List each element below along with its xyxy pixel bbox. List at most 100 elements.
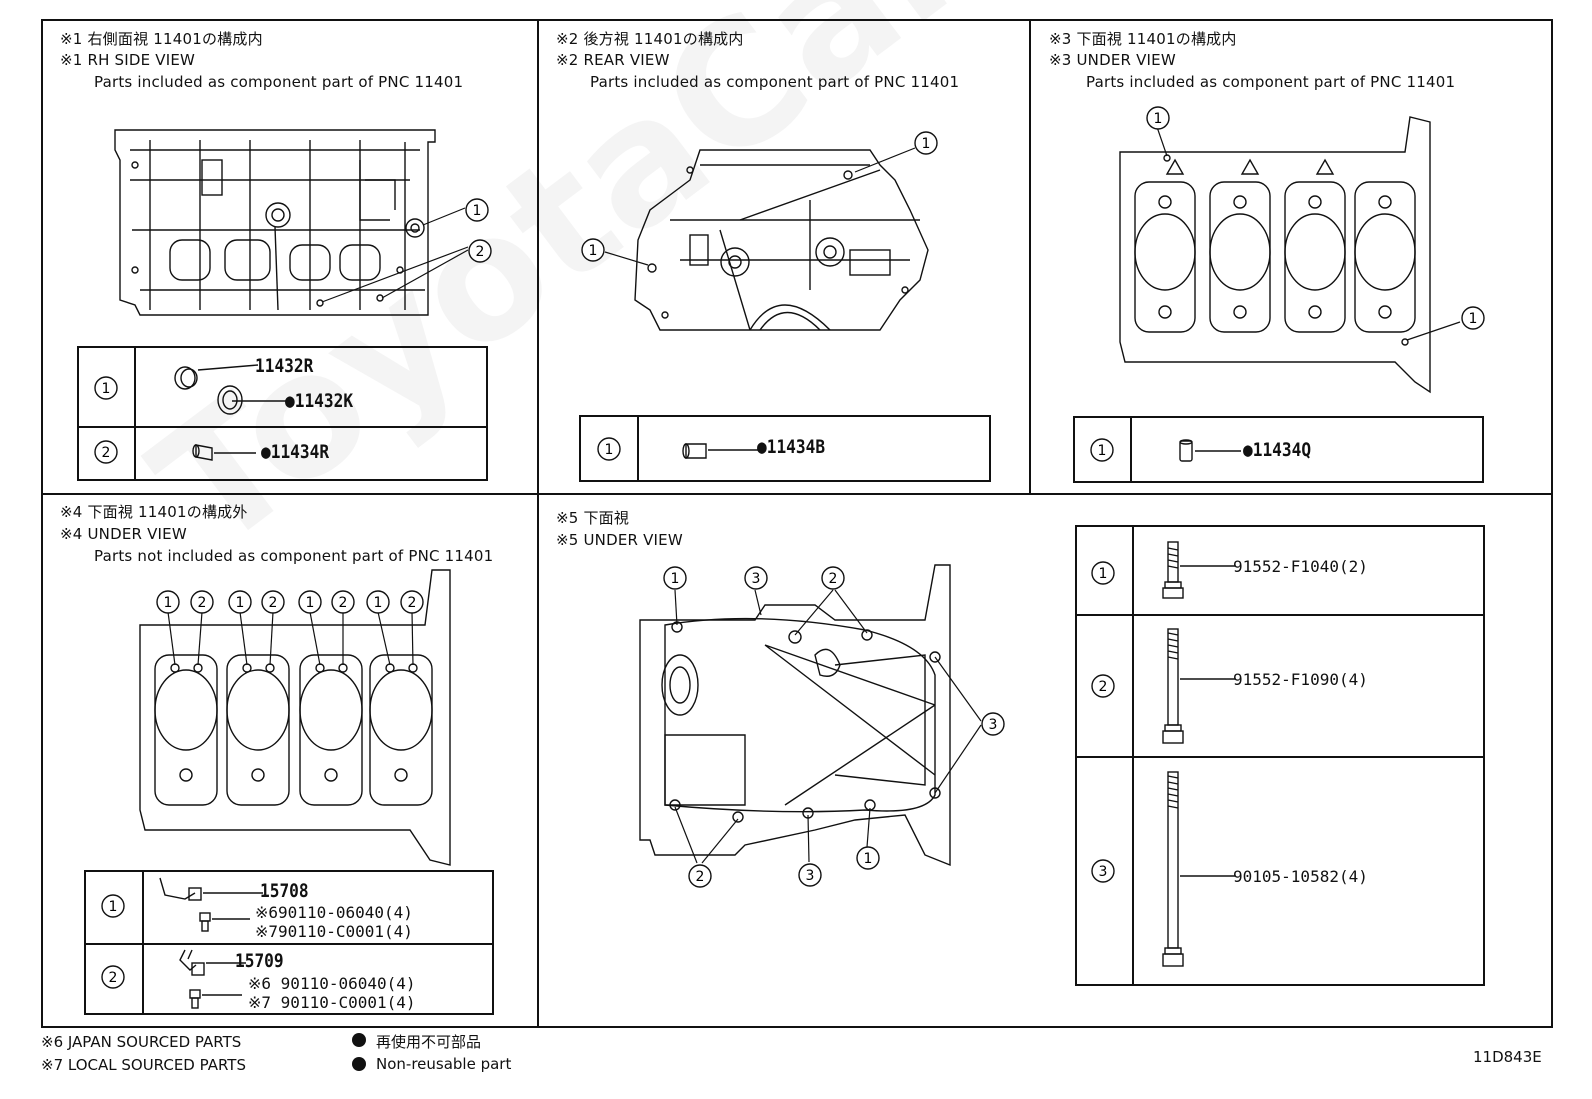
svg-text:1: 1 — [1098, 443, 1107, 459]
row-label-2: 2 — [1091, 674, 1115, 698]
svg-text:1: 1 — [306, 595, 315, 611]
callout-2: 2 — [688, 864, 712, 888]
svg-text:2: 2 — [829, 571, 838, 587]
callout-1: 1 — [1461, 306, 1485, 330]
svg-text:3: 3 — [989, 717, 998, 733]
part-number: 15709 — [235, 950, 284, 972]
parts-table-under — [1073, 416, 1484, 483]
footnote-local-sourced: ※7 LOCAL SOURCED PARTS — [41, 1056, 246, 1074]
part-number: 91552-F1090(4) — [1233, 670, 1368, 689]
divider — [1029, 19, 1031, 495]
part-number: ※6 90110-06040(4) — [248, 974, 416, 993]
callout-1: 1 — [298, 590, 322, 614]
row-label-1: 1 — [1091, 561, 1115, 585]
svg-text:1: 1 — [1099, 566, 1108, 582]
parts-table-bolts — [1075, 525, 1485, 986]
svg-text:2: 2 — [198, 595, 207, 611]
bolt-icon — [1162, 771, 1235, 967]
row-label-1: 1 — [94, 376, 118, 400]
callout-2: 2 — [331, 590, 355, 614]
divider — [537, 19, 539, 1028]
bullet-icon — [352, 1033, 366, 1047]
callout-1: 1 — [914, 131, 938, 155]
panel2-title-jp: ※2 後方視 11401の構成内 — [556, 30, 744, 48]
divider — [41, 493, 1553, 495]
svg-text:2: 2 — [269, 595, 278, 611]
panel1-title-en: ※1 RH SIDE VIEW — [60, 51, 196, 69]
under-view-drawing — [1119, 116, 1461, 394]
svg-text:3: 3 — [806, 868, 815, 884]
svg-text:1: 1 — [473, 203, 482, 219]
legend-jp: 再使用不可部品 — [376, 1033, 482, 1051]
panel4-title-jp: ※4 下面視 11401の構成外 — [60, 503, 248, 521]
under-view-bolts-drawing — [639, 564, 982, 867]
svg-text:1: 1 — [864, 851, 873, 867]
svg-text:1: 1 — [922, 136, 931, 152]
svg-text:1: 1 — [671, 571, 680, 587]
bullet-icon — [352, 1057, 366, 1071]
row-label-2: 2 — [94, 440, 118, 464]
svg-text:1: 1 — [109, 899, 118, 915]
seal-leader — [232, 400, 287, 402]
oil-jet-icon — [179, 949, 246, 1009]
pin-icon — [1179, 439, 1241, 462]
oil-jet-icon — [159, 877, 263, 932]
svg-text:1: 1 — [236, 595, 245, 611]
svg-text:1: 1 — [102, 381, 111, 397]
part-number: 15708 — [260, 880, 309, 902]
row-label-1: 1 — [101, 894, 125, 918]
parts-table-rh-side — [77, 346, 488, 481]
row-label-2: 2 — [101, 965, 125, 989]
svg-text:3: 3 — [752, 571, 761, 587]
part-number: ●11434R — [261, 441, 330, 463]
part-number: 90105-10582(4) — [1233, 867, 1368, 886]
svg-text:1: 1 — [1469, 311, 1478, 327]
svg-text:2: 2 — [1099, 679, 1108, 695]
callout-2: 2 — [261, 590, 285, 614]
part-number: ※690110-06040(4) — [255, 903, 413, 922]
callout-1: 1 — [856, 846, 880, 870]
panel5-title-en: ※5 UNDER VIEW — [556, 531, 683, 549]
svg-text:1: 1 — [589, 243, 598, 259]
part-number: 11432R — [255, 355, 314, 377]
rear-view-drawing — [604, 147, 929, 331]
row-label-1: 1 — [1090, 438, 1114, 462]
callout-1: 1 — [663, 566, 687, 590]
panel2-title-en: ※2 REAR VIEW — [556, 51, 670, 69]
bolt-icon — [1162, 628, 1235, 744]
callout-3: 3 — [798, 863, 822, 887]
svg-text:2: 2 — [339, 595, 348, 611]
part-number: ●11434Q — [1243, 439, 1312, 461]
svg-text:2: 2 — [476, 244, 485, 260]
callout-1: 1 — [228, 590, 252, 614]
row-label-3: 3 — [1091, 859, 1115, 883]
svg-text:3: 3 — [1099, 864, 1108, 880]
part-number: ●11434B — [757, 436, 826, 458]
callout-2: 2 — [821, 566, 845, 590]
panel4-note: Parts not included as component part of … — [94, 547, 494, 565]
plug-icon — [174, 364, 259, 415]
drawing-id: 11D843E — [1473, 1048, 1542, 1066]
parts-table-rear — [579, 415, 991, 482]
callout-3: 3 — [744, 566, 768, 590]
panel1-note: Parts included as component part of PNC … — [94, 73, 464, 91]
svg-text:2: 2 — [696, 869, 705, 885]
callout-1: 1 — [465, 198, 489, 222]
callout-2: 2 — [400, 590, 424, 614]
panel2-note: Parts included as component part of PNC … — [590, 73, 960, 91]
diagram-frame — [41, 19, 1553, 1028]
callout-2: 2 — [190, 590, 214, 614]
part-number: 91552-F1040(2) — [1233, 557, 1368, 576]
parts-table-oil-jets — [84, 870, 494, 1015]
footnote-japan-sourced: ※6 JAPAN SOURCED PARTS — [41, 1033, 242, 1051]
pin-icon — [682, 443, 758, 459]
under-view-oil-jets-drawing — [139, 569, 451, 866]
panel3-note: Parts included as component part of PNC … — [1086, 73, 1456, 91]
rh-side-view-drawing — [114, 129, 469, 316]
svg-text:2: 2 — [408, 595, 417, 611]
panel3-title-jp: ※3 下面視 11401の構成内 — [1049, 30, 1237, 48]
callout-1: 1 — [581, 238, 605, 262]
svg-text:2: 2 — [109, 970, 118, 986]
pin-icon — [192, 444, 256, 461]
svg-text:1: 1 — [605, 442, 614, 458]
